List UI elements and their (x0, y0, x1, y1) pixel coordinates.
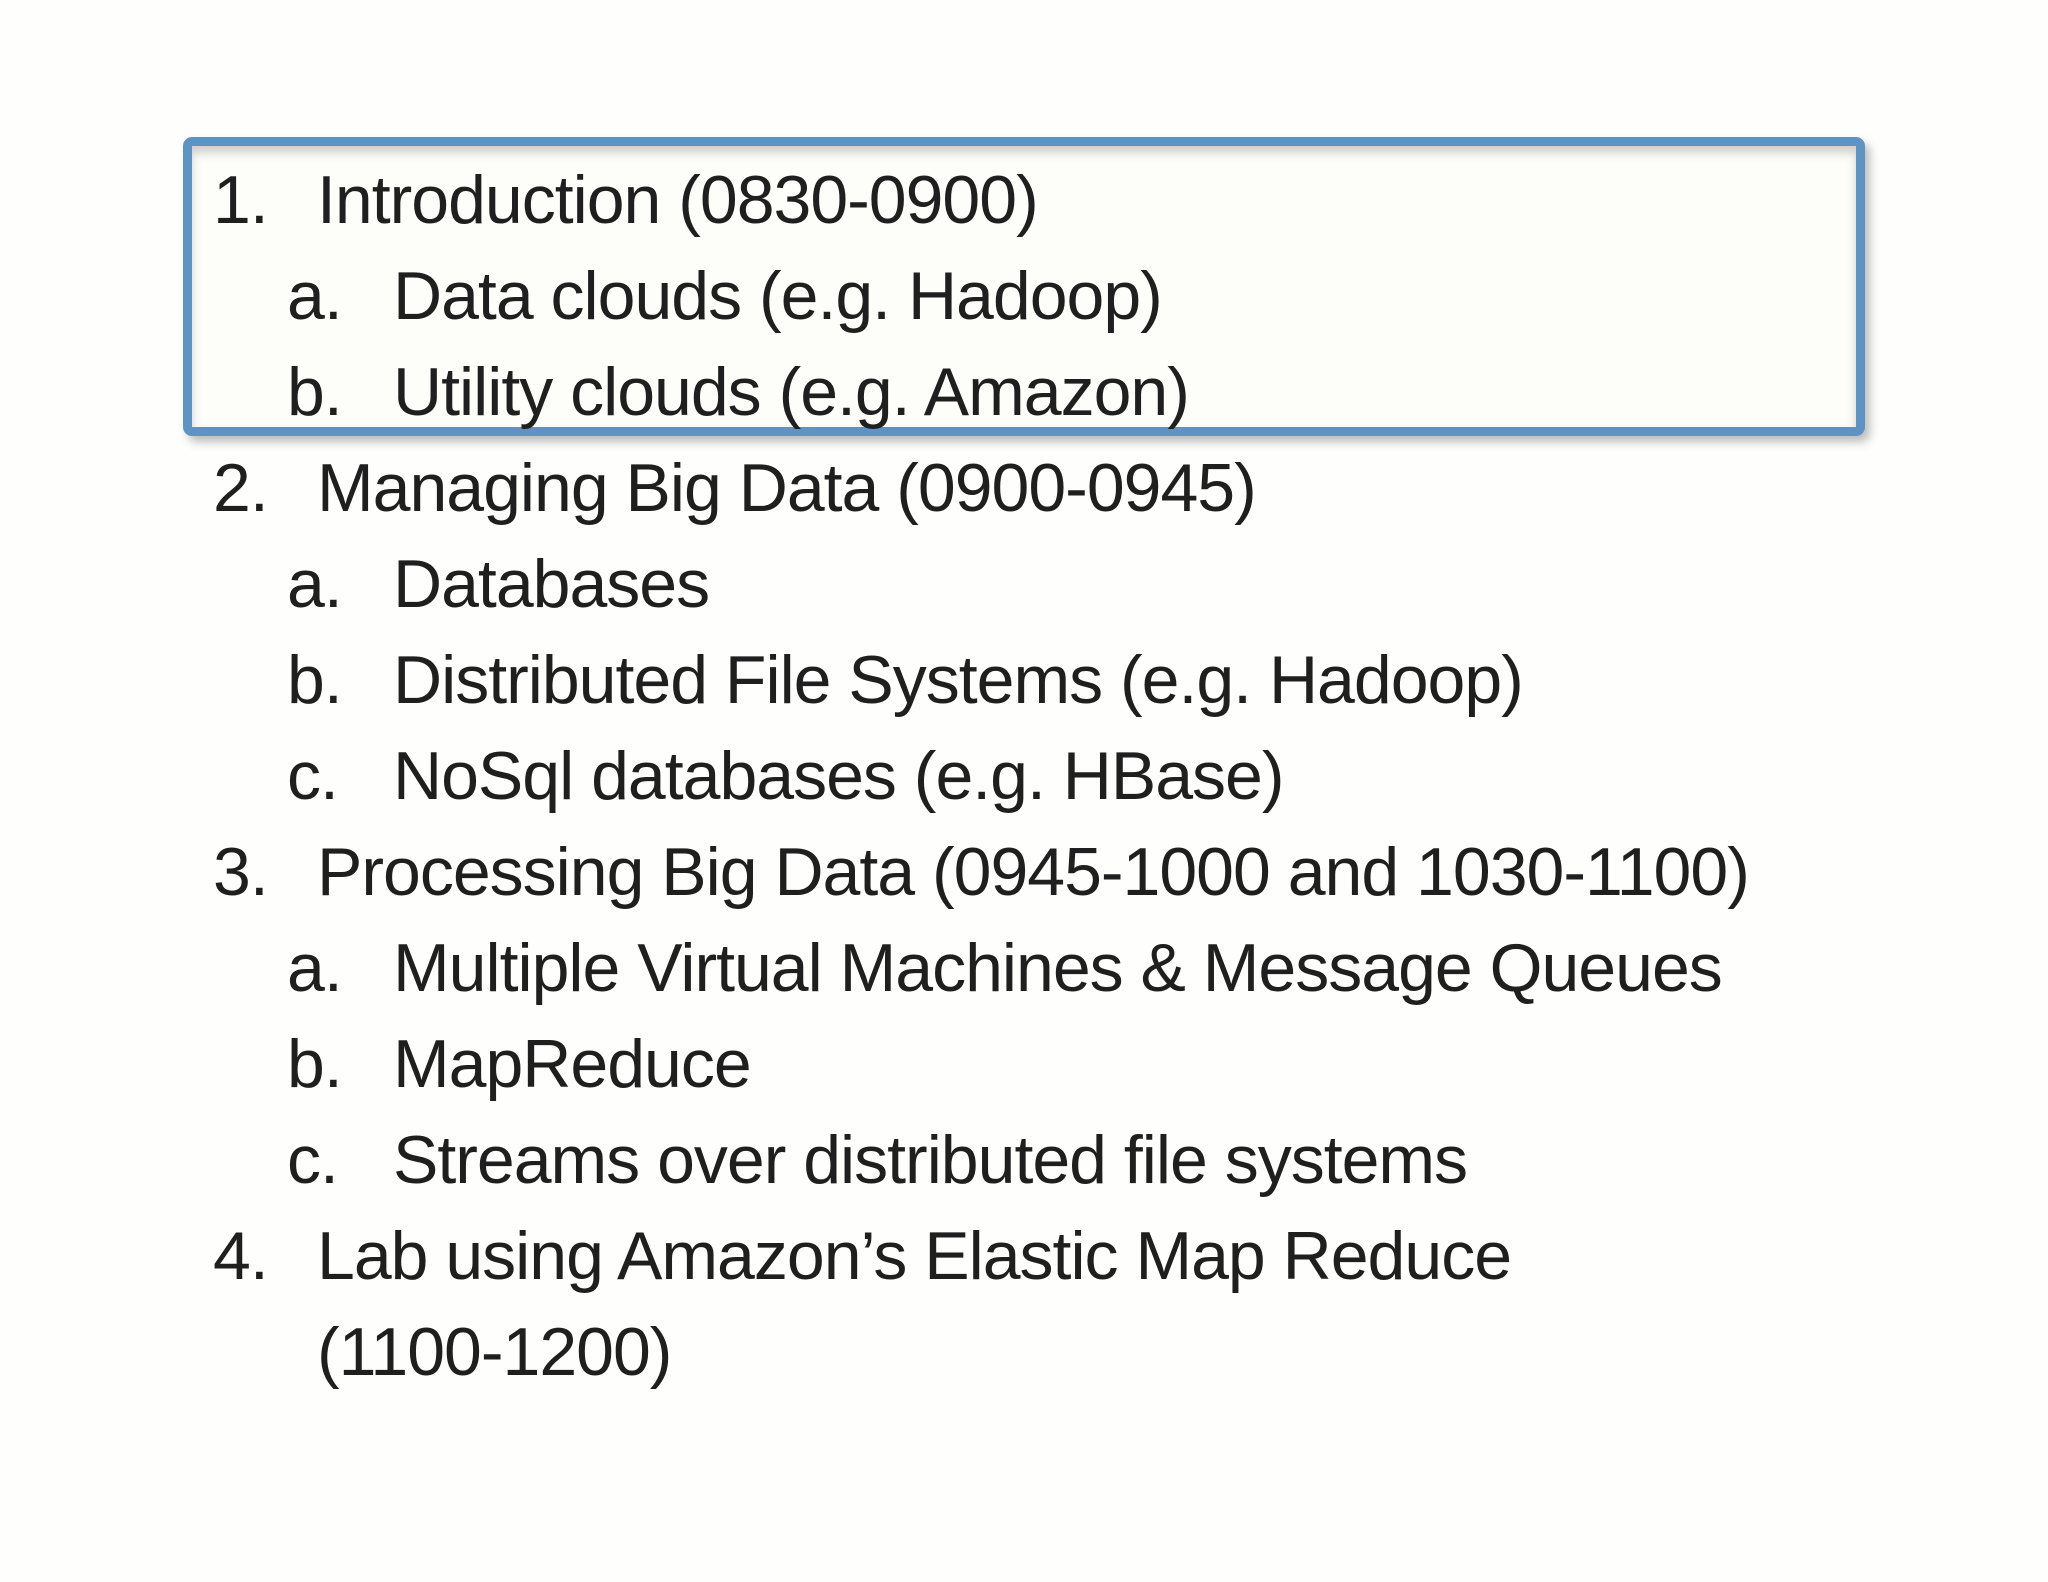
outline-item-marker: c. (287, 1122, 339, 1198)
outline-item-text: MapReduce (393, 1026, 752, 1102)
outline-item-text: Distributed File Systems (e.g. Hadoop) (393, 642, 1524, 718)
outline-item-text: Data clouds (e.g. Hadoop) (393, 258, 1163, 334)
outline-item-1b: b. Utility clouds (e.g. Amazon) (0, 344, 2048, 440)
outline-item-text: Managing Big Data (0900-0945) (317, 450, 1257, 526)
outline-item-marker: a. (287, 930, 343, 1006)
outline-item-3c: c. Streams over distributed file systems (0, 1112, 2048, 1208)
outline-item-3b: b. MapReduce (0, 1016, 2048, 1112)
outline-item-text: Utility clouds (e.g. Amazon) (393, 354, 1190, 430)
outline-item-marker: b. (287, 1026, 343, 1102)
outline-item-text: Multiple Virtual Machines & Message Queu… (393, 930, 1723, 1006)
outline-item-3: 3. Processing Big Data (0945-1000 and 10… (0, 824, 2048, 920)
outline-item-marker: a. (287, 546, 343, 622)
outline-item-marker: 3. (213, 834, 269, 910)
outline-item-text: (1100-1200) (317, 1314, 672, 1390)
outline-item-marker: 4. (213, 1218, 269, 1294)
outline-item-text: NoSql databases (e.g. HBase) (393, 738, 1284, 814)
outline-item-2a: a. Databases (0, 536, 2048, 632)
outline-item-marker: b. (287, 642, 343, 718)
outline-item-text: Processing Big Data (0945-1000 and 1030-… (317, 834, 1750, 910)
outline-item-marker (213, 1304, 317, 1400)
outline-item-2: 2. Managing Big Data (0900-0945) (0, 440, 2048, 536)
outline-item-3a: a. Multiple Virtual Machines & Message Q… (0, 920, 2048, 1016)
outline-item-2b: b. Distributed File Systems (e.g. Hadoop… (0, 632, 2048, 728)
outline-item-marker: 2. (213, 450, 269, 526)
outline-item-2c: c. NoSql databases (e.g. HBase) (0, 728, 2048, 824)
outline-item-marker: c. (287, 738, 339, 814)
outline-item-marker: 1. (213, 162, 269, 238)
highlight-box (183, 137, 1865, 436)
outline-item-4: 4. Lab using Amazon’s Elastic Map Reduce (0, 1208, 2048, 1304)
outline-item-text: Lab using Amazon’s Elastic Map Reduce (317, 1218, 1512, 1294)
outline-item-text: Streams over distributed file systems (393, 1122, 1468, 1198)
outline-item-1a: a. Data clouds (e.g. Hadoop) (0, 248, 2048, 344)
outline-item-4-continuation: (1100-1200) (0, 1304, 2048, 1400)
outline-item-1: 1. Introduction (0830-0900) (0, 152, 2048, 248)
outline-item-marker: a. (287, 258, 343, 334)
agenda-outline: 1. Introduction (0830-0900) a. Data clou… (0, 152, 2048, 1400)
outline-item-text: Databases (393, 546, 710, 622)
outline-item-text: Introduction (0830-0900) (317, 162, 1039, 238)
outline-item-marker: b. (287, 354, 343, 430)
